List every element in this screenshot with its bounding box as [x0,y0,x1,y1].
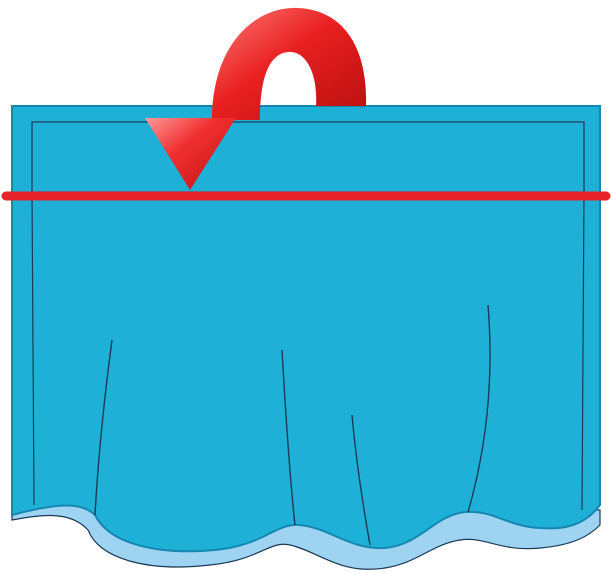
curtain-panel [12,106,600,551]
